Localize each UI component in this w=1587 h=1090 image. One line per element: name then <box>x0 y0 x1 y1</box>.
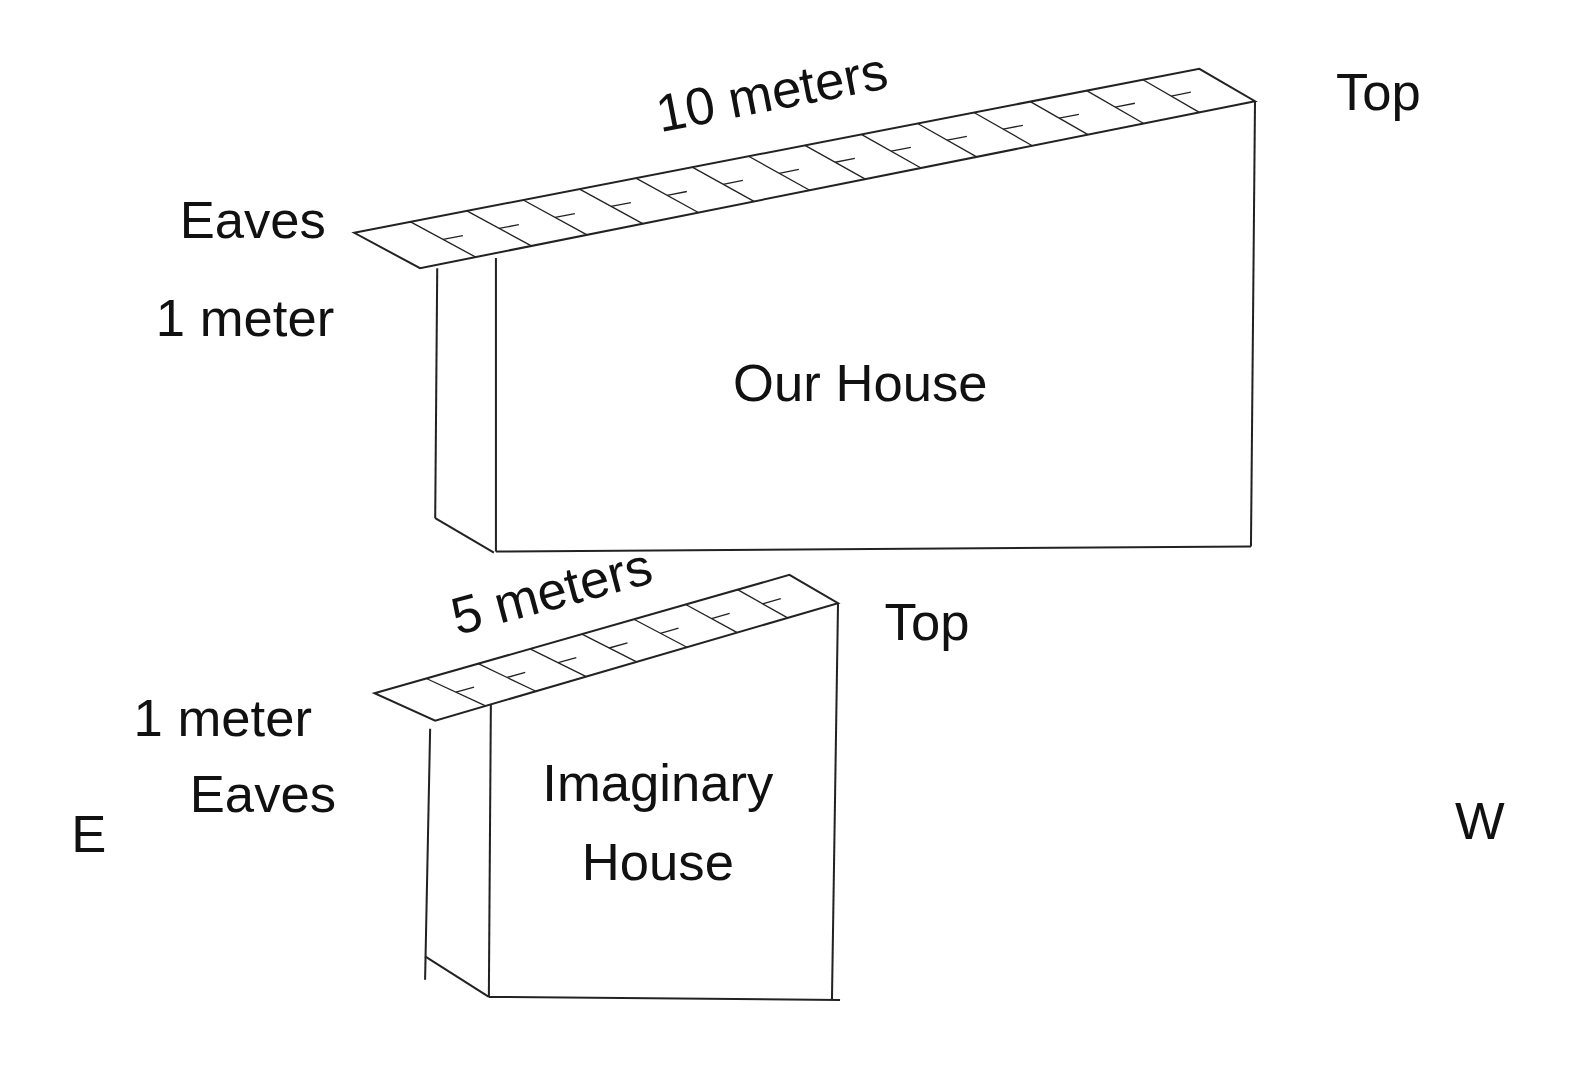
roof-tile-mark <box>1171 92 1191 96</box>
top-label: Top <box>885 592 970 653</box>
roof-tile-line <box>523 200 587 235</box>
house-name: Our House <box>648 343 1073 422</box>
roof-tile-line <box>411 222 476 257</box>
roof-tile-mark <box>1115 103 1135 107</box>
roof-tile-mark <box>763 599 781 604</box>
roof-tile-line <box>686 604 738 632</box>
imaginary-house-face: Imaginary House <box>506 743 810 901</box>
roof-tile-line <box>805 145 865 179</box>
roof-tile-mark <box>660 628 678 633</box>
roof-tile-line <box>738 590 788 618</box>
roof-tile-line <box>1143 80 1199 113</box>
dimension-label: 1 meter <box>156 288 334 349</box>
roof-tile-line <box>861 134 921 168</box>
roof-tile-mark <box>891 147 911 151</box>
roof-tile-mark <box>611 203 631 207</box>
our-house-outline <box>354 69 1255 553</box>
roof-tile-line <box>478 664 536 692</box>
house-name: Imaginary House <box>506 743 810 901</box>
roof-tile-line <box>974 113 1032 146</box>
roof-tile-mark <box>779 169 799 173</box>
roof-tile-mark <box>947 136 967 140</box>
eaves-label: Eaves <box>190 764 336 825</box>
eaves-label: Eaves <box>180 190 326 251</box>
roof-tile-line <box>918 123 977 156</box>
roof-tile-mark <box>558 658 576 663</box>
roof-tile-line <box>580 189 643 224</box>
compass-east: E <box>71 805 106 866</box>
roof-tile-mark <box>1059 114 1079 118</box>
roof-tile-mark <box>712 613 730 618</box>
roof-tile-line <box>582 634 637 662</box>
roof-tile-line <box>1030 102 1088 135</box>
roof-tile-mark <box>1003 125 1023 129</box>
roof-tile-line <box>692 167 754 201</box>
roof-tile-mark <box>456 687 474 692</box>
dimension-label: 10 meters <box>651 41 892 145</box>
roof-tile-mark <box>835 158 855 162</box>
roof-tile-mark <box>609 643 627 648</box>
roof-tile-line <box>426 678 485 705</box>
roof-tile-line <box>636 178 698 212</box>
dimension-label: 1 meter <box>134 688 312 749</box>
roof-tile-mark <box>499 225 519 229</box>
roof-tile-line <box>467 211 531 246</box>
roof-tile-mark <box>443 236 463 240</box>
roof-tile-mark <box>723 180 743 184</box>
house-face: Our House <box>648 343 1073 422</box>
roof-tile-mark <box>507 672 525 677</box>
roof-tile-line <box>530 649 586 677</box>
imaginary-house-outline <box>374 575 840 1000</box>
roof-tile-mark <box>667 192 687 196</box>
roof-tile-line <box>634 619 687 647</box>
roof-tile-line <box>1087 91 1144 124</box>
top-label: Top <box>1336 63 1421 124</box>
roof-tile-line <box>749 156 810 190</box>
compass-west: W <box>1455 791 1505 852</box>
dimension-label: 5 meters <box>445 536 658 647</box>
roof-tile-mark <box>555 214 575 218</box>
